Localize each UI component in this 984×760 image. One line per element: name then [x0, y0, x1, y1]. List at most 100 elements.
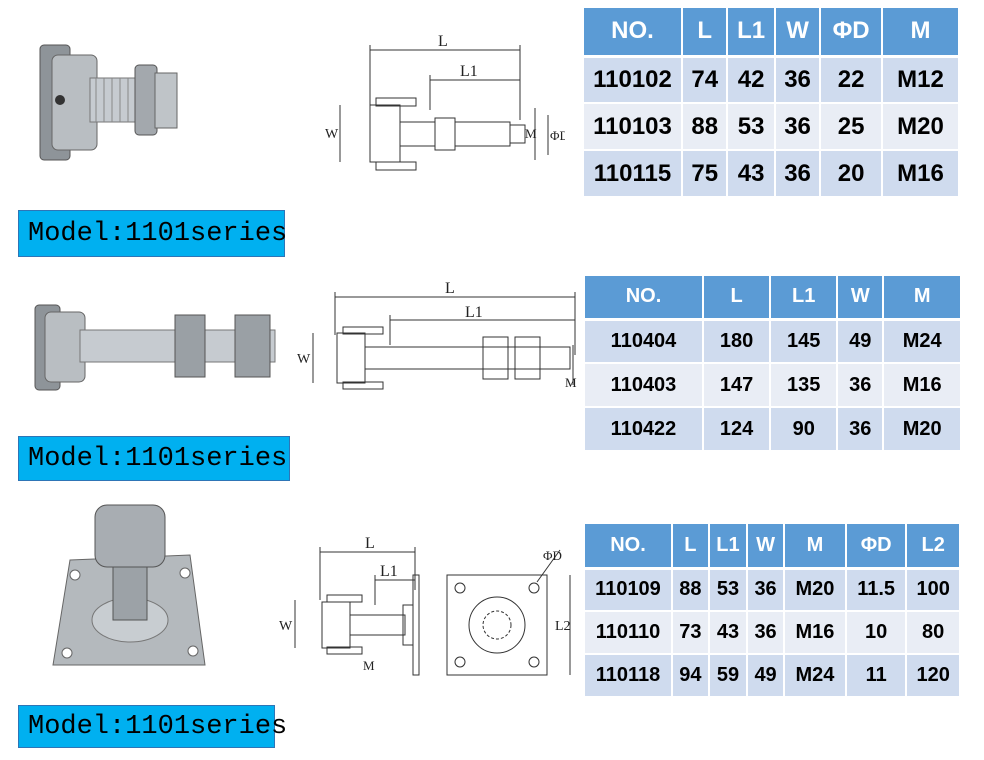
cell: 110109 [585, 568, 673, 612]
dim-L: L [445, 280, 455, 297]
cell: 110118 [585, 654, 673, 698]
technical-drawing-1: L L1 W M ΦD [325, 33, 565, 171]
col-header: M [783, 524, 847, 570]
cell: M24 [783, 654, 847, 698]
cell: 94 [672, 654, 710, 698]
col-header: L [703, 276, 772, 321]
dim-W: W [279, 619, 293, 634]
dim-W: W [325, 127, 339, 142]
dim-W: W [297, 352, 311, 367]
technical-drawing-2: L L1 W M [297, 280, 577, 390]
cell: 110103 [584, 103, 683, 151]
col-header: L1 [770, 276, 839, 321]
cell: 25 [820, 103, 883, 151]
cell: 42 [727, 56, 776, 104]
cell: 59 [708, 654, 749, 698]
col-header: NO. [585, 276, 704, 321]
cell: 10 [845, 611, 908, 655]
dim-L1: L1 [380, 563, 398, 580]
dim-L: L [365, 535, 375, 552]
cell: 145 [770, 319, 839, 364]
product-photo-hinge-2 [34, 304, 276, 391]
cell: M20 [881, 103, 961, 151]
col-header: ΦD [845, 524, 908, 570]
dim-D: ΦD [543, 548, 562, 563]
cell: 53 [708, 568, 749, 612]
cell: 110404 [585, 319, 704, 364]
col-header: M [881, 8, 961, 58]
cell: 80 [906, 611, 961, 655]
cell: 43 [727, 150, 776, 198]
cell: 11 [845, 654, 908, 698]
cell: 36 [774, 103, 822, 151]
cell: 88 [682, 103, 729, 151]
cell: 20 [820, 150, 883, 198]
cell: M12 [881, 56, 961, 104]
col-header: W [747, 524, 785, 570]
model-label-1: Model:1101series [18, 210, 287, 257]
col-header: L1 [727, 8, 776, 58]
cell: 124 [703, 407, 772, 452]
col-header: L1 [708, 524, 749, 570]
cell: 74 [682, 56, 729, 104]
cell: M20 [783, 568, 847, 612]
dim-L1: L1 [460, 63, 478, 80]
col-header: NO. [585, 524, 673, 570]
cell: M16 [883, 363, 962, 408]
cell: 120 [906, 654, 961, 698]
cell: M16 [881, 150, 961, 198]
col-header: ΦD [820, 8, 883, 58]
dim-L2: L2 [555, 619, 571, 634]
cell: 22 [820, 56, 883, 104]
cell: 11.5 [845, 568, 908, 612]
dim-L1: L1 [465, 304, 483, 321]
dim-M: M [525, 126, 537, 141]
col-header: W [774, 8, 822, 58]
product-photo-hinge-1 [39, 44, 178, 161]
col-header: L2 [906, 524, 961, 570]
cell: 135 [770, 363, 839, 408]
cell: 90 [770, 407, 839, 452]
cell: 36 [837, 363, 885, 408]
cell: 36 [774, 150, 822, 198]
cell: M16 [783, 611, 847, 655]
product-photo-hinge-3 [52, 504, 206, 666]
col-header: L [682, 8, 729, 58]
cell: 49 [747, 654, 785, 698]
cell: 75 [682, 150, 729, 198]
dim-D: ΦD [550, 128, 565, 143]
cell: M24 [883, 319, 962, 364]
col-header: L [672, 524, 710, 570]
cell: 36 [747, 568, 785, 612]
cell: 49 [837, 319, 885, 364]
dim-M: M [363, 658, 375, 673]
cell: 53 [727, 103, 776, 151]
cell: 110102 [584, 56, 683, 104]
cell: 110115 [584, 150, 683, 198]
cell: 147 [703, 363, 772, 408]
cell: 100 [906, 568, 961, 612]
technical-drawing-3: L L1 W M ΦD L2 [279, 535, 571, 676]
cell: 110422 [585, 407, 704, 452]
cell: 88 [672, 568, 710, 612]
cell: 36 [747, 611, 785, 655]
col-header: W [837, 276, 885, 321]
model-label-2: Model:1101series [18, 436, 290, 481]
cell: 36 [774, 56, 822, 104]
model-label-3: Model:1101series [18, 705, 287, 748]
cell: 73 [672, 611, 710, 655]
cell: M20 [883, 407, 962, 452]
cell: 110110 [585, 611, 673, 655]
dim-L: L [438, 33, 448, 50]
